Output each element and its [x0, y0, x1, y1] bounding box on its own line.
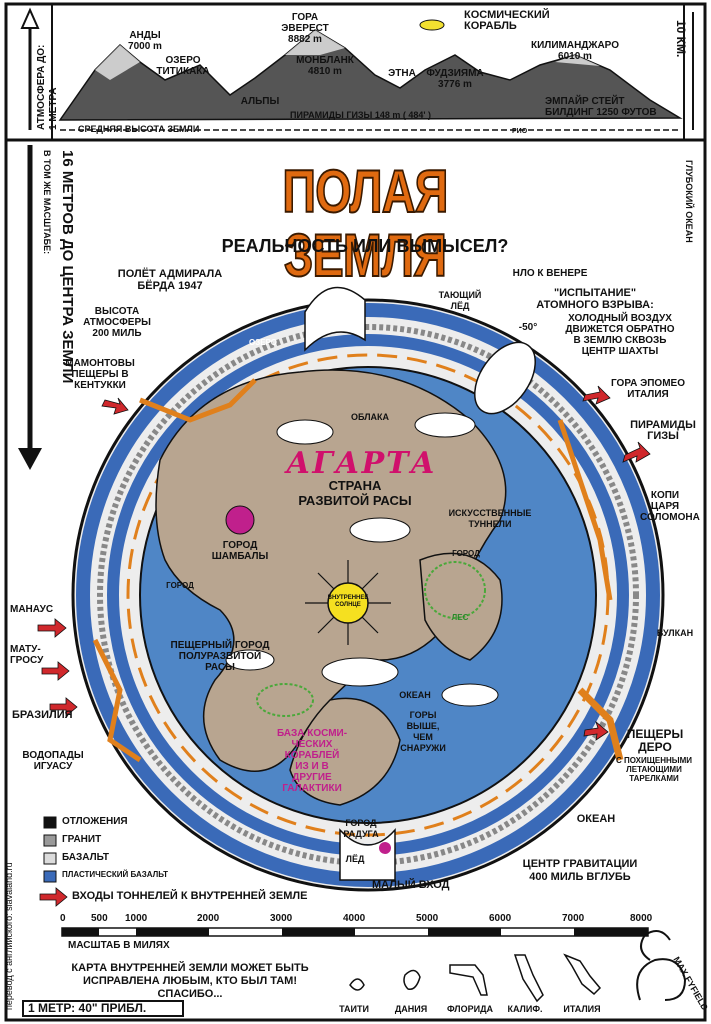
place-silhouettes: [349, 953, 602, 1003]
tunnels-label: ИСКУССТВЕННЫЕ ТУННЕЛИ: [448, 508, 532, 529]
rio-label: РИО: [512, 128, 528, 135]
agarta-label: АГАРТА: [286, 446, 437, 481]
inner-sun-icon: [305, 560, 391, 645]
atmosphere-arrow-icon: [20, 7, 40, 130]
scale-tick: 2000: [197, 913, 220, 924]
same-scale-label: В ТОМ ЖЕ МАСШТАБЕ:: [42, 150, 52, 255]
depth-arrow-icon: [18, 145, 42, 470]
place-tahiti: ТАИТИ: [339, 1004, 369, 1014]
scale-tick: 5000: [416, 913, 439, 924]
spaceship-label: КОСМИЧЕСКИЙ КОРАБЛЬ: [464, 9, 550, 32]
atomic-text-label: ХОЛОДНЫЙ ВОЗДУХ ДВИЖЕТСЯ ОБРАТНО В ЗЕМЛЮ…: [565, 313, 675, 357]
spaceport-label: БАЗА КОСМИ- ЧЕСКИХ КОРАБЛЕЙ ИЗ И В ДРУГИ…: [276, 728, 348, 794]
gravity-label: ЦЕНТР ГРАВИТАЦИИ 400 МИЛЬ ВГЛУБЬ: [522, 858, 638, 883]
forest-label: ЛЕС: [451, 613, 469, 622]
dero-label: ПЕЩЕРЫ ДЕРО: [626, 727, 684, 754]
agarta-sub-label: СТРАНА РАЗВИТОЙ РАСЫ: [298, 478, 412, 508]
montblanc-label: МОНБЛАНК 4810 m: [296, 55, 354, 77]
scale-tick: 6000: [489, 913, 512, 924]
clouds-label: ОБЛАКА: [350, 412, 390, 422]
melting-ice-label: ТАЮЩИЙ ЛЁД: [438, 290, 482, 311]
mountain-profile: [58, 29, 683, 131]
shambala-label: ГОРОД ШАМБАЛЫ: [211, 540, 269, 562]
scale-tick: 8000: [630, 913, 653, 924]
earth-cross-section: [71, 286, 665, 892]
meter-label: 1 МЕТР: 40" ПРИБЛ.: [22, 1000, 184, 1017]
signature-icon: [636, 930, 687, 1001]
scale-tick: 0: [60, 913, 66, 924]
city1-label: ГОРОД: [166, 581, 194, 590]
credit-label: перевод с английского: slavaland.ru: [4, 862, 14, 1010]
place-california: КАЛИФ.: [507, 1004, 543, 1014]
atmosphere-label: ВЫСОТА АТМОСФЕРЫ 200 МИЛЬ: [83, 306, 151, 339]
volcano-label: ВУЛКАН: [656, 628, 694, 638]
andes-label: АНДЫ 7000 m: [128, 30, 162, 52]
sun-label: ВНУТРЕННЕЕ СОЛНЦЕ: [327, 595, 369, 608]
page-title: ПОЛАЯ ЗЕМЛЯ: [282, 158, 450, 289]
small-entry-label: МАЛЫЙ ВХОД: [372, 879, 450, 891]
ice-label: ЛЁД: [345, 854, 365, 864]
lake-label: ОЗЕРО: [248, 338, 278, 347]
kilimanjaro-label: КИЛИМАНДЖАРО 6010 m: [531, 40, 619, 62]
legend-item-deposits: ОТЛОЖЕНИЯ: [62, 816, 128, 827]
mammoth-label: МАМОНТОВЫ ПЕЩЕРЫ В КЕНТУККИ: [65, 358, 135, 391]
mountains-label: ГОРЫ ВЫШЕ, ЧЕМ СНАРУЖИ: [400, 710, 446, 753]
rainbow-label: ГОРОД РАДУГА: [343, 818, 379, 839]
place-italy: ИТАЛИЯ: [563, 1004, 601, 1014]
titicaca-label: ОЗЕРО ТИТИКАКА: [156, 55, 210, 77]
scale-tick: 3000: [270, 913, 293, 924]
cave-city-label: ПЕЩЕРНЫЙ ГОРОД ПОЛУРАЗВИТОЙ РАСЫ: [170, 640, 270, 673]
ten-km-label: 10 КМ.: [674, 20, 688, 58]
legend-swatches: [43, 816, 57, 883]
minus50-label: -50°: [518, 322, 538, 333]
alps-label: АЛЬПЫ: [240, 96, 280, 107]
atomic-title-label: "ИСПЫТАНИЕ" АТОМНОГО ВЗРЫВА:: [536, 287, 654, 311]
spaceship-icon: [419, 19, 445, 31]
ocean-outer-label: ОКЕАН: [576, 813, 616, 825]
deep-ocean-label: ГЛУБОКИЙ ОКЕАН: [684, 160, 694, 243]
place-denmark: ДАНИЯ: [394, 1004, 428, 1014]
scale-caption: МАСШТАБ В МИЛЯХ: [68, 940, 170, 951]
legend-item-plastic-basalt: ПЛАСТИЧЕСКИЙ БАЗАЛЬТ: [62, 870, 169, 879]
legend-item-granite: ГРАНИТ: [62, 834, 102, 845]
meters-to-center-label: 16 МЕТРОВ ДО ЦЕНТРА ЗЕМЛИ: [59, 150, 76, 384]
place-florida: ФЛОРИДА: [446, 1004, 494, 1014]
byrd-label: ПОЛЁТ АДМИРАЛА БЁРДА 1947: [117, 268, 223, 292]
brazilia-label: БРАЗИЛИЯ: [12, 709, 73, 721]
everest-label: ГОРА ЭВЕРЕСТ 8882 m: [281, 12, 329, 45]
scale-bar: [61, 927, 649, 937]
scale-tick: 500: [91, 913, 108, 924]
fuji-label: ФУДЗИЯМА 3776 m: [426, 68, 484, 90]
atmosphere-vertical-label: АТМОСФЕРА ДО: 1 МЕТРА: [36, 44, 59, 130]
iguazu-label: ВОДОПАДЫ ИГУАСУ: [22, 750, 84, 772]
giza-label: ПИРАМИДЫ ГИЗЫ: [630, 419, 696, 442]
legend-item-basalt: БАЗАЛЬТ: [62, 852, 109, 863]
map-note: КАРТА ВНУТРЕННЕЙ ЗЕМЛИ МОЖЕТ БЫТЬ ИСПРАВ…: [71, 962, 309, 1000]
ufo-venus-label: НЛО К ВЕНЕРЕ: [512, 268, 588, 279]
solomon-label: КОПИ ЦАРЯ СОЛОМОНА: [640, 490, 700, 523]
matogrosso-label: МАТУ- ГРОСУ: [10, 644, 44, 666]
manaus-label: МАНАУС: [10, 604, 54, 615]
dero-sub-label: С ПОХИЩЕННЫМИ ЛЕТАЮЩИМИ ТАРЕЛКАМИ: [615, 756, 693, 783]
ocean-inner-label: ОКЕАН: [399, 690, 431, 700]
city2-label: ГОРОД: [452, 549, 480, 558]
etna-label: ЭТНА: [388, 68, 416, 79]
epomeo-label: ГОРА ЭПОМЕО ИТАЛИЯ: [611, 378, 685, 400]
empire-label: ЭМПАЙР СТЕЙТ БИЛДИНГ 1250 ФУТОВ: [545, 96, 657, 118]
pyramids-top-label: ПИРАМИДЫ ГИЗЫ 148 m ( 484' ): [290, 110, 432, 120]
page-subtitle: РЕАЛЬНОСТЬ ИЛИ ВЫМЫСЕЛ?: [221, 236, 509, 256]
scale-tick: 7000: [562, 913, 585, 924]
scale-tick: 4000: [343, 913, 366, 924]
tunnel-entrance-arrows: [37, 385, 651, 907]
scale-tick: 1000: [125, 913, 148, 924]
legend-arrow-label: ВХОДЫ ТОННЕЛЕЙ К ВНУТРЕННЕЙ ЗЕМЛЕ: [72, 890, 308, 902]
avg-height-label: СРЕДНЯЯ ВЫСОТА ЗЕМЛИ: [78, 124, 200, 134]
